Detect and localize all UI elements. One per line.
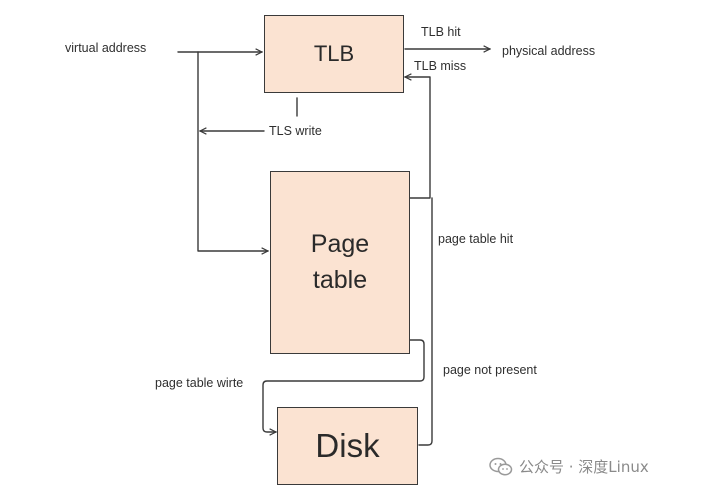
tlb-miss-label: TLB miss xyxy=(414,59,467,73)
arrow-virtual-to-page-table xyxy=(197,51,268,251)
watermark: 公众号 · 深度Linux xyxy=(489,456,649,477)
disk-box: Disk xyxy=(277,407,418,485)
page-table-box: Page table xyxy=(270,171,410,354)
page-table-label-line1: Page xyxy=(310,230,370,258)
watermark-text: 公众号 · 深度Linux xyxy=(519,458,649,476)
tlb-hit-label: TLB hit xyxy=(421,25,461,39)
tlb-label: TLB xyxy=(313,41,355,66)
arrow-page-not-present xyxy=(418,197,433,446)
wechat-icon xyxy=(489,457,513,475)
arrow-page-table-write xyxy=(262,339,425,432)
tls-write-label: TLS write xyxy=(269,124,322,138)
arrow-page-table-hit xyxy=(405,77,431,199)
virtual-address-label: virtual address xyxy=(65,41,147,55)
page-table-hit-label: page table hit xyxy=(438,232,514,246)
page-table-write-label: page table wirte xyxy=(155,376,244,390)
page-table-label-line2: table xyxy=(312,265,368,294)
page-not-present-label: page not present xyxy=(443,363,537,377)
disk-label: Disk xyxy=(315,427,380,464)
tlb-box: TLB xyxy=(264,15,404,93)
physical-address-label: physical address xyxy=(502,44,596,58)
